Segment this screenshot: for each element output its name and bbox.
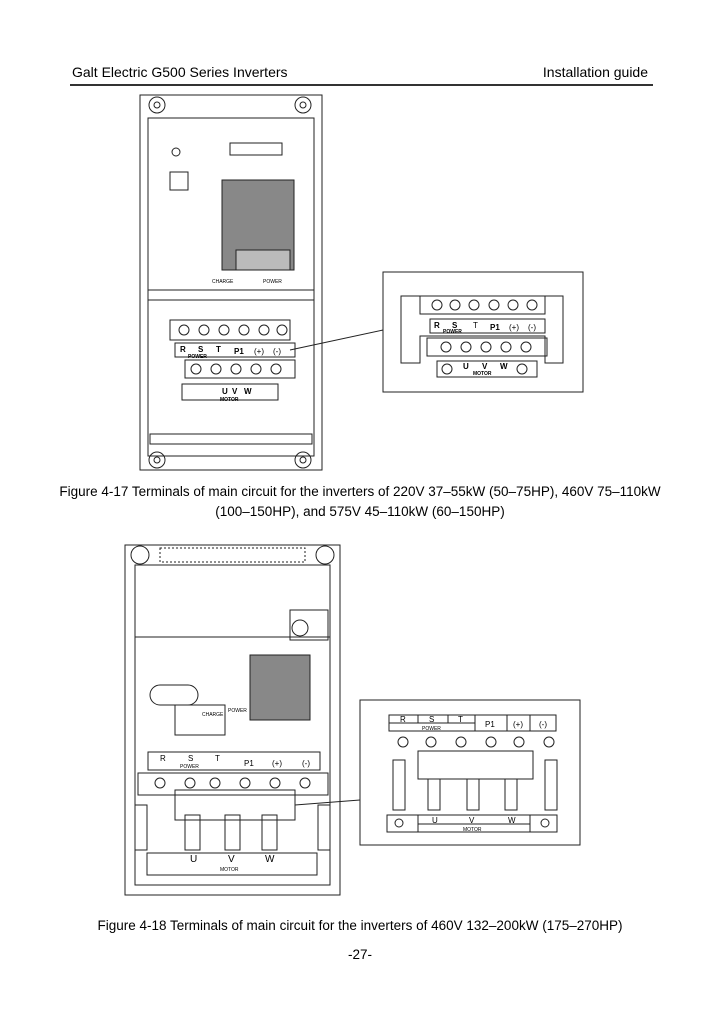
inset-terminal-v-18: V — [469, 816, 475, 825]
terminal-v-18: V — [228, 854, 235, 865]
inset-terminal-s: S — [452, 321, 458, 330]
figure-17-terminal-detail — [382, 271, 584, 393]
inset-terminal-s-18: S — [429, 715, 434, 724]
motor-label-18: MOTOR — [220, 867, 239, 873]
figure-17-caption-line2: (100–150HP), and 575V 45–110kW (60–150HP… — [215, 504, 505, 519]
inset-terminal-p1: P1 — [490, 323, 500, 332]
terminal-s-18: S — [188, 754, 193, 763]
terminal-p1-18: P1 — [244, 759, 254, 768]
charge-label-18: CHARGE — [202, 712, 224, 718]
terminal-t-18: T — [215, 754, 220, 763]
inset-terminal-p1-18: P1 — [485, 720, 495, 729]
inset-terminal-t: T — [473, 321, 478, 330]
figure-17-caption-line1: Figure 4-17 Terminals of main circuit fo… — [59, 484, 661, 499]
power-group-label-18: POWER — [180, 764, 199, 770]
power-group-label: POWER — [188, 354, 207, 360]
inset-motor-label-18: MOTOR — [463, 827, 482, 833]
inset-power-label-18: POWER — [422, 726, 441, 732]
inset-terminal-w: W — [500, 362, 508, 371]
header-section: Installation guide — [542, 64, 648, 80]
terminal-s: S — [198, 345, 204, 354]
inset-terminal-plus: (+) — [509, 323, 519, 332]
figure-18-caption: Figure 4-18 Terminals of main circuit fo… — [97, 918, 623, 933]
inset-terminal-r: R — [434, 321, 440, 330]
inset-terminal-plus-18: (+) — [513, 720, 523, 729]
header-rule — [70, 84, 653, 86]
terminal-minus: (-) — [273, 347, 281, 356]
motor-label: MOTOR — [220, 397, 239, 403]
inset-terminal-minus: (-) — [528, 323, 536, 332]
page-number: -27- — [347, 947, 372, 962]
terminal-v: V — [232, 387, 238, 396]
terminal-u: U — [222, 387, 228, 396]
terminal-r-18: R — [160, 754, 166, 763]
figure-17-inverter-drawing — [139, 94, 384, 471]
charge-label: CHARGE — [212, 279, 234, 285]
power-label: POWER — [263, 279, 282, 285]
figure-18-inverter-drawing — [124, 544, 361, 896]
terminal-r: R — [180, 345, 186, 354]
terminal-p1: P1 — [234, 347, 244, 356]
terminal-plus-18: (+) — [272, 759, 282, 768]
inset-terminal-u: U — [463, 362, 469, 371]
inset-power-label: POWER — [443, 329, 462, 335]
terminal-w-18: W — [265, 854, 275, 865]
power-label-18: POWER — [228, 708, 247, 714]
terminal-minus-18: (-) — [302, 759, 310, 768]
terminal-w: W — [244, 387, 252, 396]
inset-terminal-r-18: R — [400, 715, 406, 724]
inset-terminal-v: V — [482, 362, 488, 371]
inset-motor-label: MOTOR — [473, 371, 492, 377]
terminal-plus: (+) — [254, 347, 264, 356]
figure-17-caption: Figure 4-17 Terminals of main circuit fo… — [40, 482, 680, 522]
terminal-u-18: U — [190, 854, 197, 865]
inset-terminal-w-18: W — [508, 816, 516, 825]
terminal-t: T — [216, 345, 221, 354]
figure-18-terminal-detail — [359, 699, 581, 846]
inset-terminal-minus-18: (-) — [539, 720, 547, 729]
inset-terminal-u-18: U — [432, 816, 438, 825]
header-title: Galt Electric G500 Series Inverters — [72, 64, 288, 80]
inset-terminal-t-18: T — [458, 715, 463, 724]
